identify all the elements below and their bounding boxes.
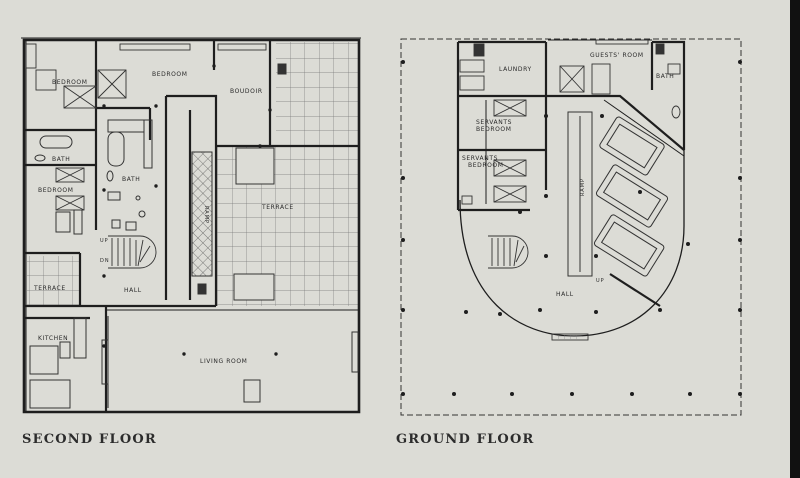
room-label-ramp: RAMP <box>203 206 209 224</box>
film-edge <box>790 0 800 478</box>
room-label-guests-room: GUESTS' ROOM <box>590 52 644 59</box>
room-label-servants-2b: BEDROOM <box>468 162 504 169</box>
room-label-laundry: LAUNDRY <box>499 66 532 73</box>
room-label-kitchen: KITCHEN <box>38 335 68 342</box>
stair-label-dn: DN <box>100 258 110 264</box>
room-label-terrace-main: TERRACE <box>261 204 294 211</box>
second-floor-plan: BEDROOM BEDROOM BOUDOIR BATH BATH BEDROO… <box>21 37 361 414</box>
room-label-servants-1b: BEDROOM <box>476 126 512 133</box>
caption-ground-floor: GROUND FLOOR <box>396 432 535 447</box>
room-label-bedroom-n: BEDROOM <box>152 71 188 78</box>
room-label-ground-ramp: RAMP <box>580 178 586 196</box>
ground-floor-plan: LAUNDRY GUESTS' ROOM BATH SERVANTS BEDRO… <box>400 38 742 416</box>
room-label-ground-bath: BATH <box>656 73 674 80</box>
room-label-bedroom-nw: BEDROOM <box>52 79 88 86</box>
room-label-servants-2a: SERVANTS <box>462 155 498 162</box>
terrace-table <box>233 273 275 301</box>
bathtub <box>39 135 73 149</box>
spiral-stair <box>108 235 157 269</box>
caption-second-floor: SECOND FLOOR <box>22 432 157 447</box>
room-label-servants-1a: SERVANTS <box>476 119 512 126</box>
ramp-hatch <box>191 151 213 277</box>
outer-wall <box>22 38 361 414</box>
room-label-ground-hall: HALL <box>556 291 574 298</box>
room-label-bath-w: BATH <box>52 156 70 163</box>
room-label-bedroom-w: BEDROOM <box>38 187 74 194</box>
pilotis <box>401 60 742 396</box>
room-label-boudoir: BOUDOIR <box>230 88 263 95</box>
room-label-hall: HALL <box>124 287 142 294</box>
garage-cars <box>593 116 669 277</box>
terrace-tiles-upper <box>276 42 359 146</box>
room-label-terrace-small: TERRACE <box>33 285 66 292</box>
bathtub <box>107 131 125 167</box>
ground-spiral-stair <box>488 235 529 269</box>
curved-glazed-wall <box>459 150 685 337</box>
ground-floor-boundary <box>400 38 742 416</box>
terrace-small-tiles <box>27 256 79 306</box>
ground-ramp <box>567 111 593 277</box>
stair-label-up: UP <box>100 238 109 244</box>
stair-label-ground-up: UP <box>596 278 605 284</box>
terrace-skylight <box>235 147 275 185</box>
room-label-living-room: LIVING ROOM <box>200 358 247 365</box>
room-label-bath-c: BATH <box>122 176 140 183</box>
